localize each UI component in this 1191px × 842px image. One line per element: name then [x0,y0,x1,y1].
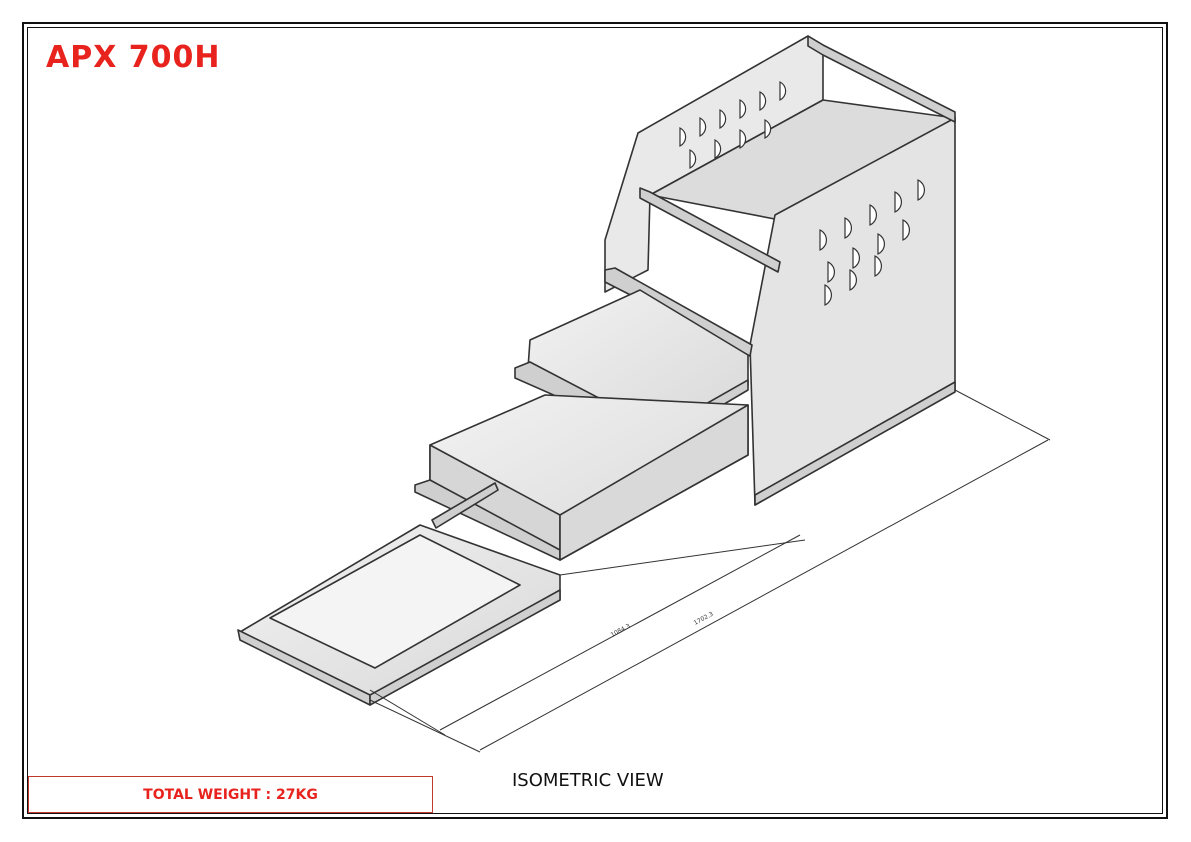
dimension-long-label: 1702.3 [693,611,715,627]
panel-cutouts [679,81,926,306]
dimension-short-label: 1084.3 [610,623,632,639]
drawing-border-inner [27,27,1163,814]
dimension-lines [369,389,1051,753]
total-weight-box: TOTAL WEIGHT : 27KG [28,776,433,813]
total-weight-label: TOTAL WEIGHT : 27KG [143,786,318,803]
view-label: ISOMETRIC VIEW [512,770,664,791]
drawing-border-outer [22,22,1168,819]
cabinet-middle-bar [639,187,781,273]
product-title: APX 700H [46,40,221,75]
